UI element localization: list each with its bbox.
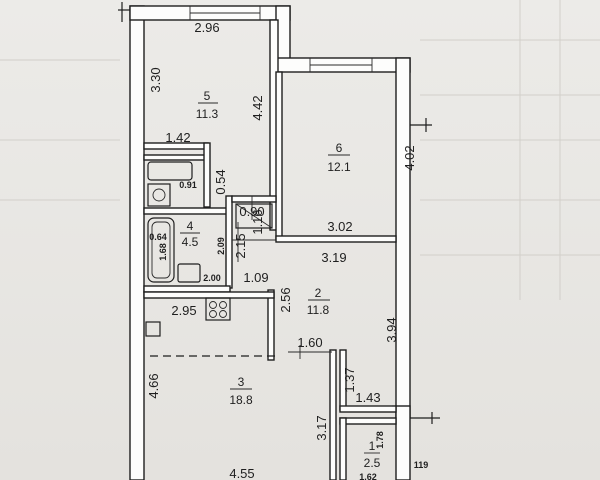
dim-room6-right: 4.02 (402, 145, 417, 170)
dim-116: 1.16 (250, 209, 265, 234)
toilet-icon (177, 263, 201, 283)
room-1-number: 1 (369, 439, 376, 453)
room-3-number: 3 (238, 375, 245, 389)
room-4-number: 4 (187, 219, 194, 233)
dim-160: 1.60 (297, 335, 322, 350)
dim-178: 1.78 (375, 431, 385, 449)
dim-room5-left: 3.30 (148, 67, 163, 92)
dim-168: 1.68 (158, 243, 168, 261)
dim-200: 2.00 (203, 273, 221, 283)
dim-091: 0.91 (179, 180, 197, 190)
sink-icon (145, 321, 161, 337)
dim-room1-bottom: 1.62 (359, 472, 377, 480)
room-5-number: 5 (204, 89, 211, 103)
dim-room3-left: 4.66 (146, 373, 161, 398)
interior-walls (143, 19, 397, 480)
dim-room6-bottom: 3.02 (327, 219, 352, 234)
dim-room5-top: 2.96 (194, 20, 219, 35)
dim-room2-top: 3.19 (321, 250, 346, 265)
kitchen-fixtures (145, 297, 276, 357)
bath-fixtures (147, 161, 273, 283)
room-2-area: 11.8 (307, 303, 330, 317)
dim-256: 2.56 (278, 287, 293, 312)
dim-137: 1.37 (342, 367, 357, 392)
dimension-labels: 2.96 3.30 4.42 1.42 0.54 0.91 0.90 1.16 … (146, 20, 428, 480)
room-6-number: 6 (336, 141, 343, 155)
dim-closet-top: 1.42 (165, 130, 190, 145)
outer-walls (129, 5, 411, 480)
dim-090: 0.90 (239, 204, 264, 219)
room-2-number: 2 (315, 286, 322, 300)
dim-064: 0.64 (149, 232, 167, 242)
dim-109: 1.09 (243, 270, 268, 285)
dim-room3-right: 3.17 (314, 415, 329, 440)
dim-kitchen-top: 2.95 (171, 303, 196, 318)
dim-119: 119 (414, 460, 429, 470)
room-3-area: 18.8 (229, 393, 253, 407)
background-table-ghost (0, 0, 600, 300)
dim-215: 2.15 (233, 233, 248, 258)
dim-room3-bottom: 4.55 (229, 466, 254, 480)
room-6-area: 12.1 (327, 160, 351, 174)
room-labels: 5 11.3 6 12.1 4 4.5 2 11.8 3 18.8 1 2.5 (180, 89, 381, 470)
dim-054: 0.54 (213, 169, 228, 194)
stove-icon (205, 297, 231, 321)
bathtub-icon (147, 217, 175, 283)
room-1-area: 2.5 (364, 456, 381, 470)
dim-143: 1.43 (355, 390, 380, 405)
dimension-lines (232, 196, 392, 407)
dim-room5-right: 4.42 (250, 95, 265, 120)
dim-209: 2.09 (216, 237, 226, 255)
dim-room2-right: 3.94 (384, 317, 399, 342)
room-4-area: 4.5 (182, 235, 199, 249)
room-5-area: 11.3 (196, 107, 219, 121)
